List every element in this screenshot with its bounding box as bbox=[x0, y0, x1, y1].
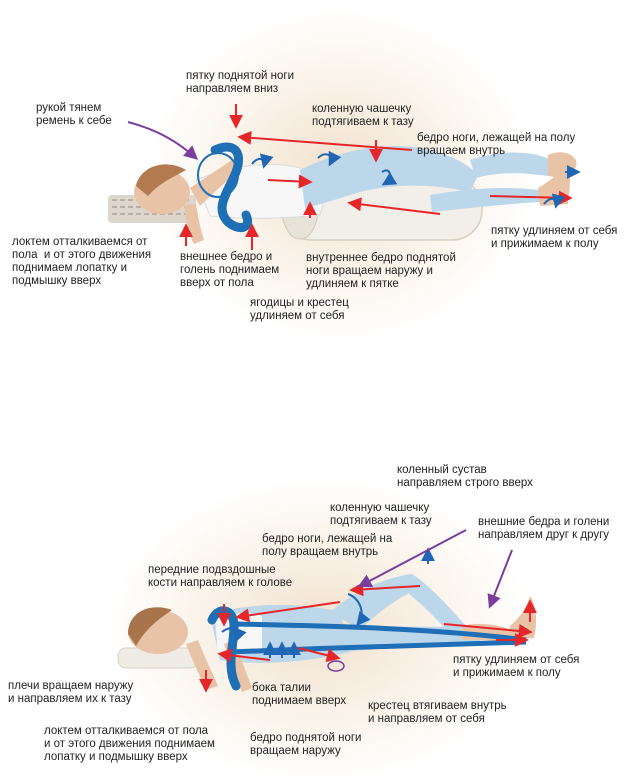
label-kneecap: коленную чашечку подтягиваем к тазу bbox=[330, 502, 432, 527]
label-hand-pull: рукой тянем ремень к себе bbox=[36, 102, 112, 127]
figure-top-pose: пятку поднятой ноги направляем вниз руко… bbox=[0, 0, 643, 390]
head bbox=[134, 164, 190, 214]
figure-bottom-pose: коленный сустав направляем строго вверх … bbox=[0, 390, 643, 782]
label-elbow: локтем отталкиваемся от пола и от этого … bbox=[44, 725, 215, 763]
label-inner-thigh: внутреннее бедро поднятой ноги вращаем н… bbox=[306, 252, 456, 290]
label-knee-joint: коленный сустав направляем строго вверх bbox=[397, 464, 533, 489]
label-heel-away: пятку удлиняем от себя и прижимаем к пол… bbox=[453, 654, 580, 679]
label-thigh-floor: бедро ноги, лежащей на полу вращаем внут… bbox=[417, 132, 576, 157]
label-shoulders: плечи вращаем наружу и направляем их к т… bbox=[8, 680, 134, 705]
label-heel-away: пятку удлиняем от себя и прижимаем к пол… bbox=[491, 225, 618, 250]
label-outer-thigh: внешнее бедро и голень поднимаем вверх о… bbox=[180, 251, 280, 289]
yoga-strap bbox=[197, 142, 252, 233]
label-buttocks: ягодицы и крестец удлиняем от себя bbox=[250, 297, 349, 322]
label-waist: бока талии поднимаем вверх bbox=[252, 682, 347, 707]
label-iliac: передние подвздошные кости направляем к … bbox=[148, 564, 293, 589]
label-kneecap: коленную чашечку подтягиваем к тазу bbox=[312, 103, 414, 128]
arrows bbox=[127, 104, 581, 250]
label-sacrum: крестец втягиваем внутрь и направляем от… bbox=[368, 700, 507, 725]
label-thigh-floor: бедро ноги, лежащей на полу вращаем внут… bbox=[262, 533, 393, 558]
label-outer-thighs: внешние бедра и голени направляем друг к… bbox=[478, 516, 610, 541]
arm bbox=[184, 160, 242, 244]
head bbox=[128, 607, 188, 654]
label-elbow: локтем отталкиваемся от пола и от этого … bbox=[12, 236, 152, 287]
arrows bbox=[199, 529, 537, 693]
label-heel-raised: пятку поднятой ноги направляем вниз bbox=[186, 70, 295, 95]
label-thigh-raised: бедро поднятой ноги вращаем наружу bbox=[250, 732, 362, 757]
figure-top-illustration bbox=[108, 104, 581, 250]
figure-bottom-illustration bbox=[117, 529, 537, 693]
